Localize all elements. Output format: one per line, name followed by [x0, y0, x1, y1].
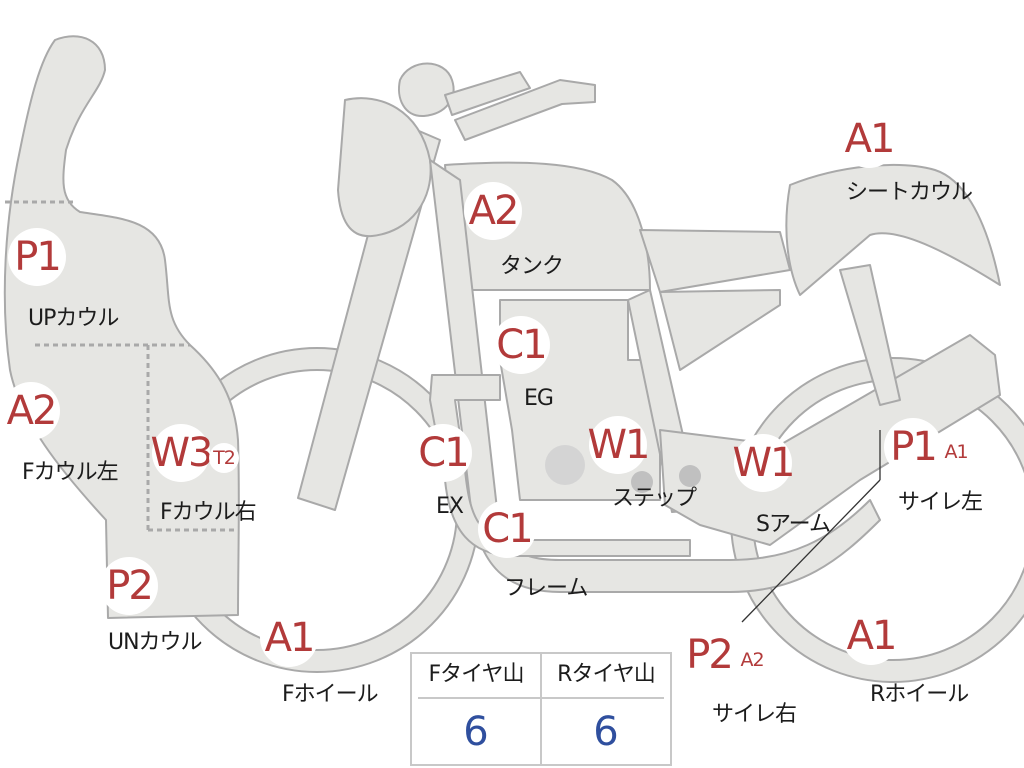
f-cowl-right-sub-code-badge: T2 — [209, 443, 239, 473]
tire-tread-table: Fタイヤ山 Rタイヤ山 6 6 — [410, 652, 672, 766]
silencer-left-code-badge: P1 — [884, 418, 942, 476]
front-tire-tread-value: 6 — [463, 709, 489, 755]
silencer-right-label: サイレ右 — [712, 702, 797, 727]
silencer-right-code-badge: P2 — [680, 626, 738, 684]
tank-label: タンク — [500, 254, 564, 279]
seat-shape — [639, 229, 791, 293]
step-code-badge: W1 — [588, 416, 651, 474]
engine-label: EG — [524, 386, 554, 411]
headlight-shape — [337, 97, 432, 238]
seat-cowl-code-badge: A1 — [840, 110, 898, 168]
f-cowl-left-label: Fカウル左 — [22, 460, 119, 485]
un-cowl-code-badge: P2 — [100, 557, 158, 615]
silencer-left-label: サイレ左 — [898, 490, 983, 515]
frame-code-badge: C1 — [478, 500, 536, 558]
silencer-right-sub-code-badge: A2 — [737, 645, 767, 675]
exhaust-shape — [429, 374, 691, 557]
f-cowl-right-code-badge: W3 — [151, 424, 214, 482]
rear-tire-tread-header: Rタイヤ山 — [557, 662, 656, 687]
r-wheel-label: Rホイール — [870, 682, 969, 707]
un-cowl-label: UNカウル — [108, 630, 203, 655]
f-cowl-left-code-badge: A2 — [2, 382, 60, 440]
front-tire-tread-header: Fタイヤ山 — [428, 662, 525, 687]
swing-arm-label: Sアーム — [756, 512, 831, 537]
mirror-shape — [398, 62, 455, 118]
r-wheel-code-badge: A1 — [842, 607, 900, 665]
up-cowl-label: UPカウル — [28, 306, 119, 331]
tank-code-badge: A2 — [464, 182, 522, 240]
step-label: ステップ — [612, 486, 697, 511]
engine-code-badge: C1 — [492, 316, 550, 374]
swing-arm-code-badge: W1 — [733, 434, 796, 492]
up-cowl-code-badge: P1 — [8, 228, 66, 286]
f-wheel-code-badge: A1 — [260, 609, 318, 667]
f-wheel-label: Fホイール — [282, 682, 379, 707]
silencer-left-sub-code-badge: A1 — [941, 437, 971, 467]
f-cowl-right-label: Fカウル右 — [160, 500, 257, 525]
exhaust-code-badge: C1 — [414, 424, 472, 482]
table-divider — [540, 654, 542, 764]
frame-label: フレーム — [504, 576, 588, 601]
leader-line-silencer-right — [741, 479, 881, 623]
seat-cowl-label: シートカウル — [846, 180, 973, 205]
seat-cowl-shape — [785, 164, 1001, 296]
rear-tire-tread-value: 6 — [593, 709, 619, 755]
exhaust-label: EX — [436, 494, 464, 519]
